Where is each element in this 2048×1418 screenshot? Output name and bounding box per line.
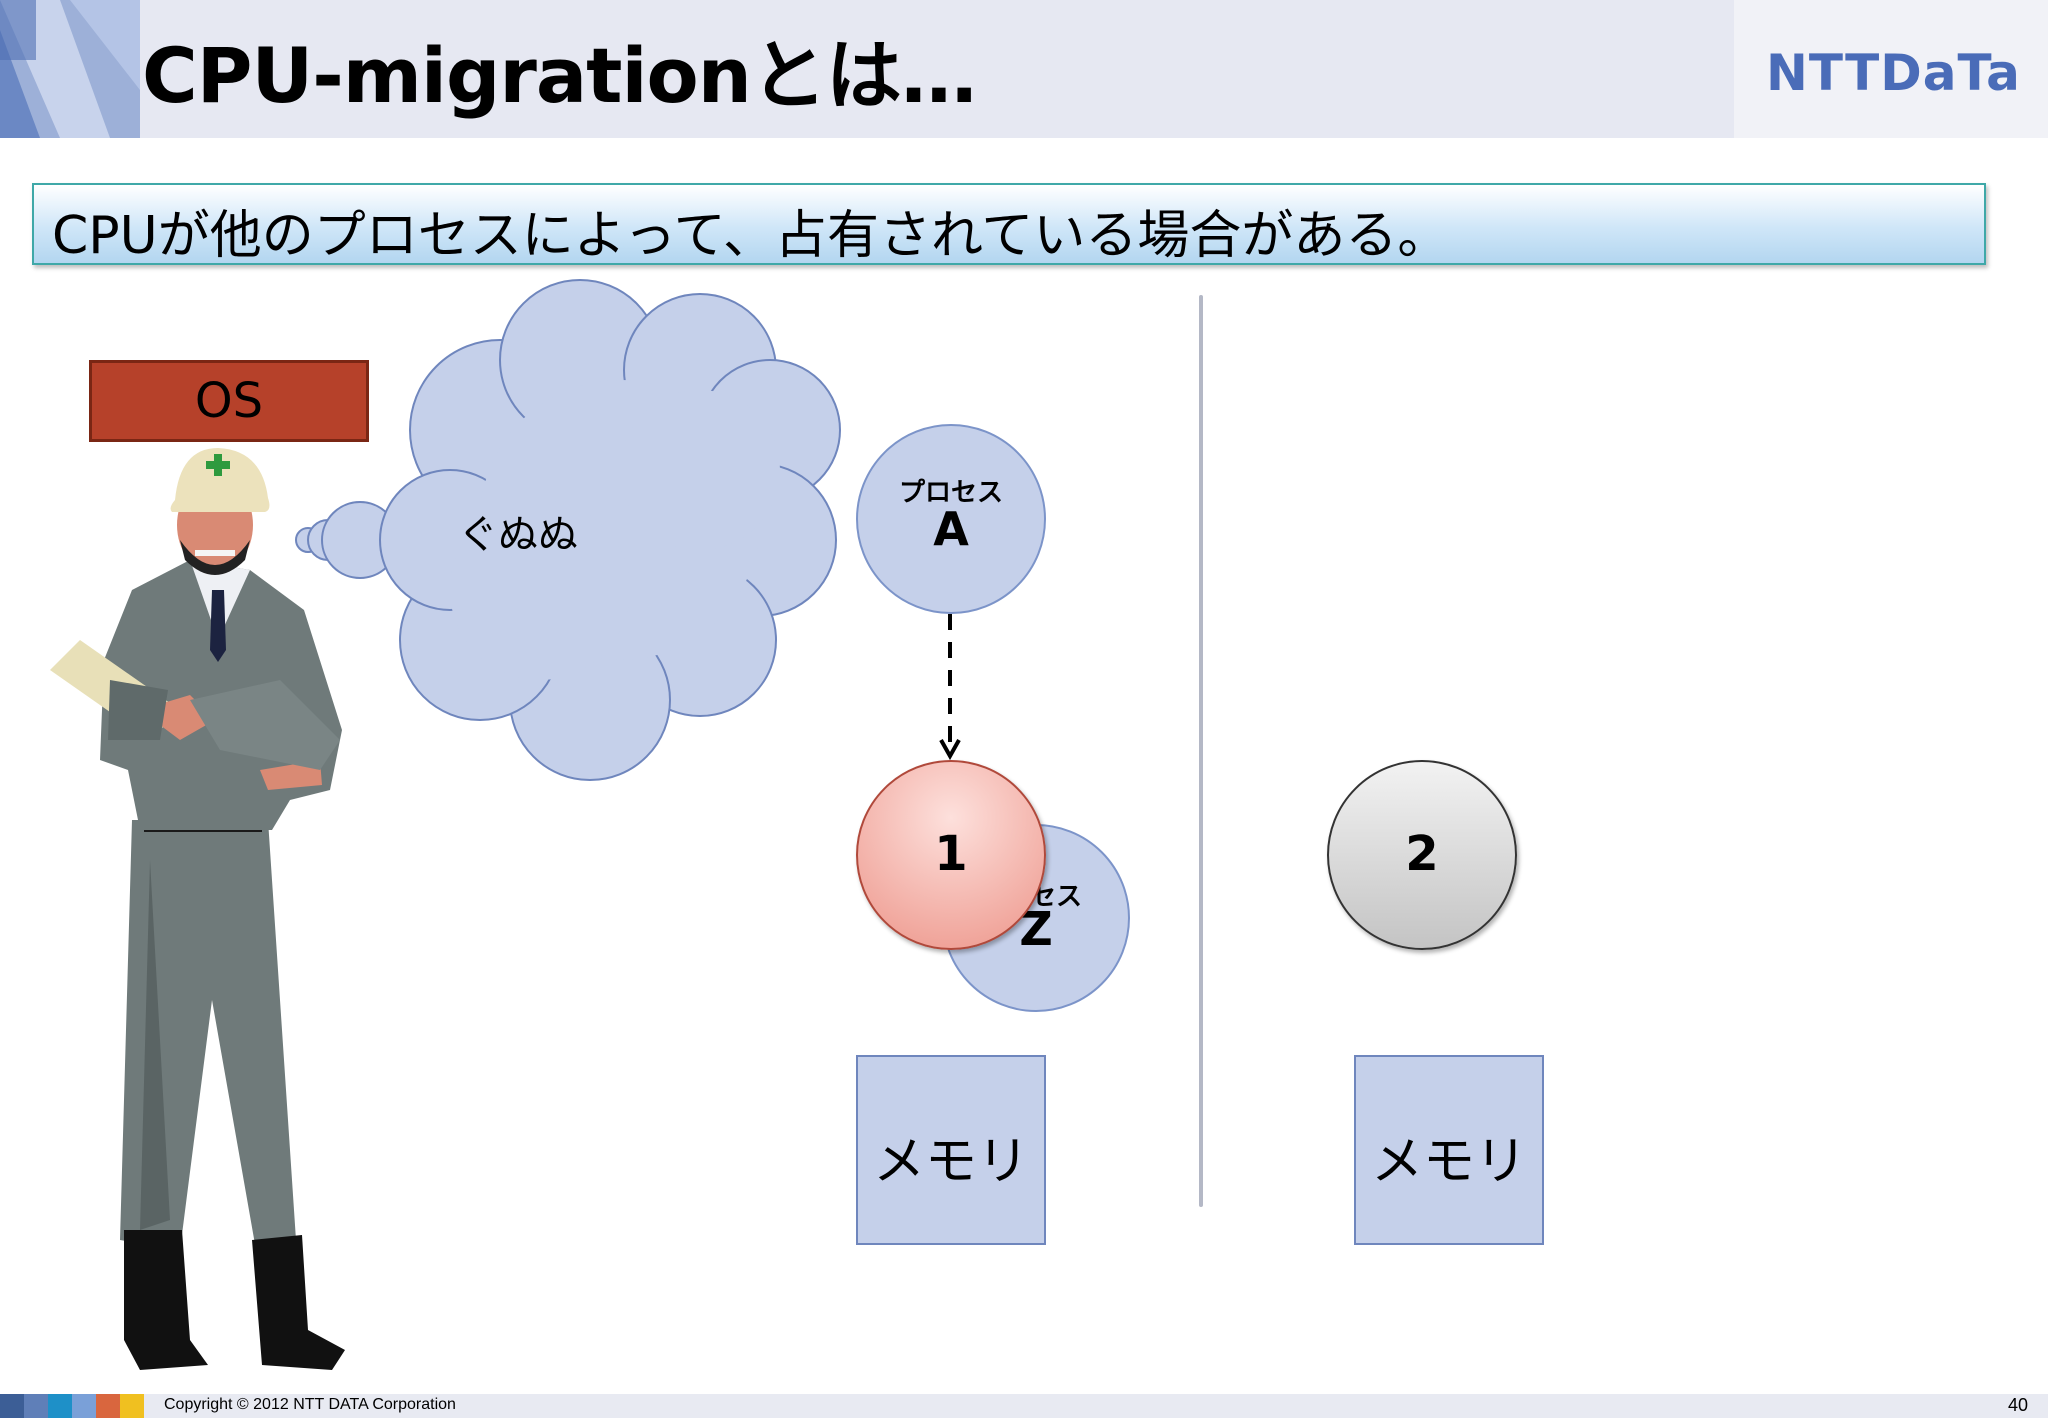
footer-stripe (0, 1394, 24, 1418)
memory-box-2: メモリ (1354, 1055, 1544, 1245)
footer-stripe (72, 1394, 96, 1418)
footer-stripe (120, 1394, 144, 1418)
copyright-text: Copyright © 2012 NTT DATA Corporation (164, 1396, 456, 1413)
os-label: OS (194, 373, 264, 429)
header-decoration (0, 0, 140, 138)
header-bar: CPU-migrationとは… NTTDaTa (0, 0, 2048, 138)
memory-label-2: メモリ (1370, 1132, 1527, 1192)
statement-banner: CPUが他のプロセスによって、占有されている場合がある。 (32, 183, 1986, 266)
page-number: 40 (2007, 1395, 2028, 1415)
os-label-box: OS (89, 360, 369, 442)
vertical-divider (1199, 295, 1203, 1207)
worker-illustration (50, 448, 345, 1370)
page-title: CPU-migrationとは… (142, 31, 977, 120)
footer-stripe (48, 1394, 72, 1418)
cpu-1-circle: 1 (856, 760, 1046, 950)
process-a-circle: プロセス A (856, 424, 1046, 614)
cpu-2-circle: 2 (1327, 760, 1517, 950)
memory-box-1: メモリ (856, 1055, 1046, 1245)
process-a-caption: プロセス (898, 478, 1003, 508)
thought-text: ぐぬぬ (458, 512, 578, 558)
footer-bar: Copyright © 2012 NTT DATA Corporation 40 (0, 1394, 2048, 1418)
cpu-2-label: 2 (1405, 826, 1439, 882)
process-a-letter: A (933, 502, 969, 556)
footer-stripe (24, 1394, 48, 1418)
company-logo: NTTDaTa (1766, 44, 2021, 102)
migration-arrow (939, 614, 961, 761)
banner-text: CPUが他のプロセスによって、占有されている場合がある。 (52, 206, 1450, 266)
footer-stripe (96, 1394, 120, 1418)
logo-area (1734, 0, 2048, 138)
cpu-1-label: 1 (934, 826, 968, 882)
memory-label-1: メモリ (872, 1132, 1029, 1192)
